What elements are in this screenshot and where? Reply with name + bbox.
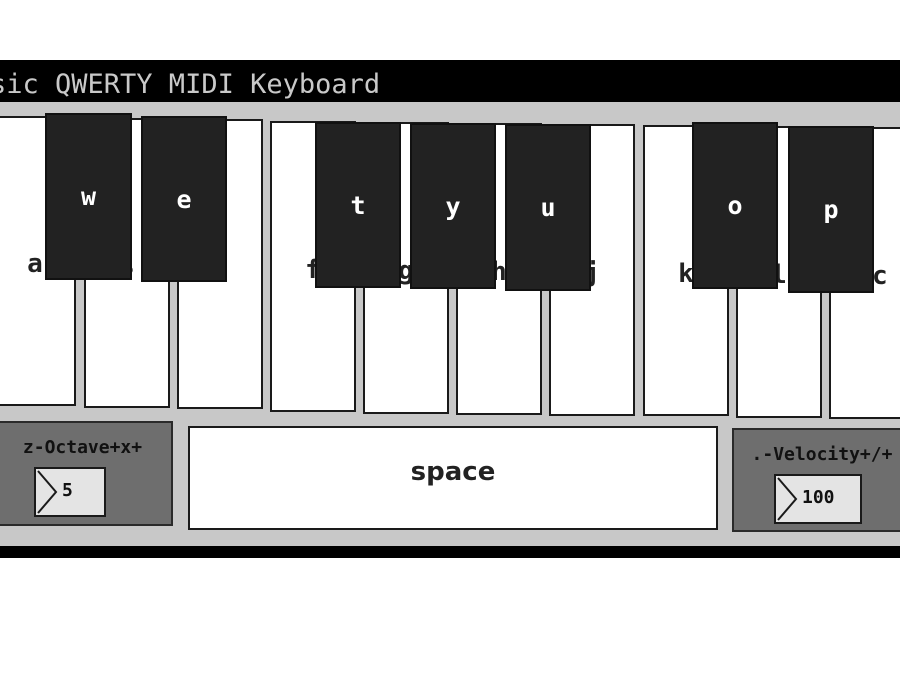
title-bar: sic QWERTY MIDI Keyboard — [0, 60, 900, 102]
window-title: sic QWERTY MIDI Keyboard — [0, 69, 381, 100]
black-key-u[interactable]: u — [505, 124, 591, 291]
space-key[interactable]: space — [188, 426, 718, 530]
velocity-panel: .-Velocity+/+ 100 — [732, 428, 900, 532]
velocity-number-box[interactable]: 100 — [774, 474, 862, 524]
black-key-w[interactable]: w — [45, 113, 132, 280]
black-key-t[interactable]: t — [315, 122, 401, 288]
octave-value: 5 — [62, 480, 73, 501]
octave-number-box[interactable]: 5 — [34, 467, 106, 517]
black-key-y[interactable]: y — [410, 123, 496, 289]
key-label: p — [823, 195, 839, 224]
key-label: e — [176, 184, 192, 214]
space-label: space — [410, 457, 496, 487]
key-label: o — [727, 191, 743, 220]
triangle-icon — [37, 470, 58, 514]
key-label: u — [540, 193, 556, 222]
triangle-icon — [777, 477, 798, 521]
key-label: k — [678, 258, 694, 289]
black-key-e[interactable]: e — [141, 116, 227, 282]
key-label: t — [350, 190, 366, 220]
key-label: w — [80, 182, 97, 211]
key-label: g — [398, 256, 414, 286]
black-key-p[interactable]: p — [788, 126, 874, 293]
black-key-o[interactable]: o — [692, 122, 778, 289]
key-label: y — [445, 191, 461, 221]
key-label: a — [27, 249, 43, 279]
velocity-label: .-Velocity+/+ — [751, 444, 893, 465]
velocity-value: 100 — [802, 487, 835, 508]
octave-panel: z-Octave+x+ 5 — [0, 421, 173, 526]
octave-label: z-Octave+x+ — [22, 437, 143, 458]
